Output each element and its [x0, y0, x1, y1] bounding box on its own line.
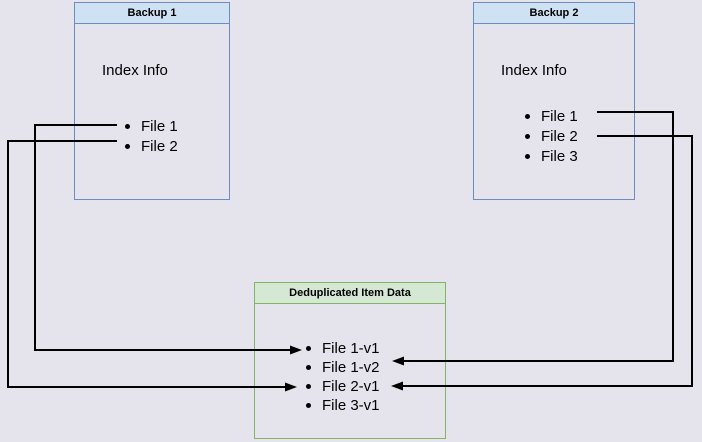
- bullet-icon: [306, 365, 311, 370]
- backup2-title: Backup 2: [474, 3, 634, 24]
- backup2-index-info-label: Index Info: [501, 62, 567, 79]
- bullet-icon: [125, 143, 130, 149]
- backup2-file-list: File 1 File 2 File 3: [525, 106, 578, 166]
- list-item: File 1-v2: [306, 358, 380, 377]
- list-item: File 1: [525, 106, 578, 126]
- file-label: File 2: [141, 137, 178, 155]
- bullet-icon: [125, 123, 130, 129]
- file-label: File 1: [141, 117, 178, 135]
- list-item: File 3-v1: [306, 396, 380, 415]
- backup1-title: Backup 1: [75, 3, 229, 24]
- bullet-icon: [525, 153, 530, 159]
- file-label: File 1-v1: [322, 340, 380, 357]
- bullet-icon: [306, 403, 311, 408]
- list-item: File 2-v1: [306, 377, 380, 396]
- dedup-box: Deduplicated Item Data File 1-v1 File 1-…: [254, 282, 446, 439]
- file-label: File 1: [541, 107, 578, 125]
- backup2-box: Backup 2 Index Info File 1 File 2 File 3: [473, 2, 635, 200]
- dedup-title: Deduplicated Item Data: [255, 283, 445, 304]
- backup1-file-list: File 1 File 2: [125, 116, 178, 156]
- file-label: File 2: [541, 127, 578, 145]
- bullet-icon: [306, 346, 311, 351]
- list-item: File 3: [525, 146, 578, 166]
- bullet-icon: [306, 384, 311, 389]
- file-label: File 3-v1: [322, 397, 380, 414]
- file-label: File 2-v1: [322, 378, 380, 395]
- list-item: File 1-v1: [306, 339, 380, 358]
- bullet-icon: [525, 113, 530, 119]
- backup1-box: Backup 1 Index Info File 1 File 2: [74, 2, 230, 200]
- file-label: File 3: [541, 147, 578, 165]
- file-label: File 1-v2: [322, 359, 380, 376]
- list-item: File 1: [125, 116, 178, 136]
- bullet-icon: [525, 133, 530, 139]
- list-item: File 2: [525, 126, 578, 146]
- list-item: File 2: [125, 136, 178, 156]
- dedup-item-list: File 1-v1 File 1-v2 File 2-v1 File 3-v1: [306, 339, 380, 415]
- backup1-index-info-label: Index Info: [102, 62, 168, 79]
